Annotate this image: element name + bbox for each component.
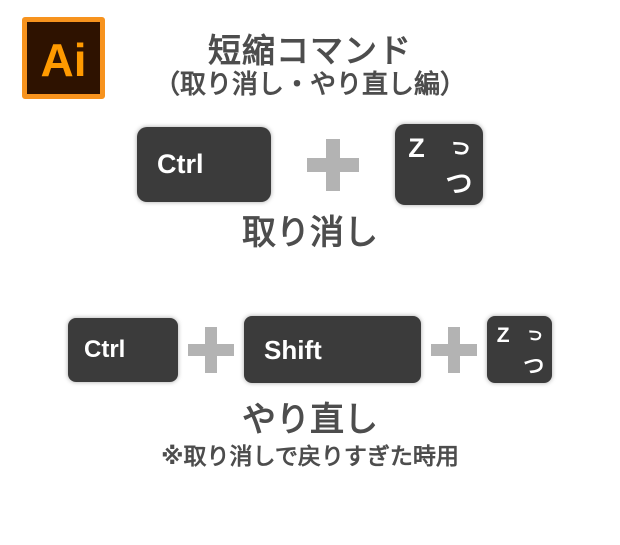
redo-note: ※取り消しで戻りすぎた時用 — [161, 443, 459, 469]
illustrator-logo-text: Ai — [40, 34, 87, 86]
ctrl-key: Ctrl — [68, 317, 178, 382]
ctrl-key: Ctrl — [137, 127, 271, 202]
redo-shortcut-row: Ctrl Shift Z っ つ — [0, 316, 620, 383]
z-key-small-tsu-kana: っ — [444, 129, 476, 162]
shift-key-label: Shift — [264, 334, 322, 365]
z-key: Z っ つ — [395, 124, 483, 205]
z-key-letter: Z — [496, 323, 510, 347]
undo-shortcut-row: Ctrl Z っ つ — [0, 124, 620, 205]
plus-icon — [307, 138, 359, 191]
z-key-tsu-kana: つ — [445, 168, 473, 199]
redo-label: やり直し — [242, 401, 378, 439]
z-key-tsu-kana: つ — [523, 354, 545, 378]
page-title: 短縮コマンド — [208, 32, 412, 69]
z-key-letter: Z — [408, 132, 425, 163]
ctrl-key-label: Ctrl — [84, 335, 126, 363]
plus-icon — [431, 326, 477, 373]
ctrl-key-label: Ctrl — [157, 149, 204, 179]
illustrator-logo: Ai — [22, 17, 105, 99]
undo-label: 取り消し — [242, 214, 378, 252]
page-subtitle: （取り消し・やり直し編） — [153, 69, 466, 99]
shift-key: Shift — [244, 316, 421, 383]
z-key-small-tsu-kana: っ — [522, 321, 547, 347]
z-key: Z っ つ — [487, 316, 552, 383]
plus-icon — [188, 326, 234, 373]
